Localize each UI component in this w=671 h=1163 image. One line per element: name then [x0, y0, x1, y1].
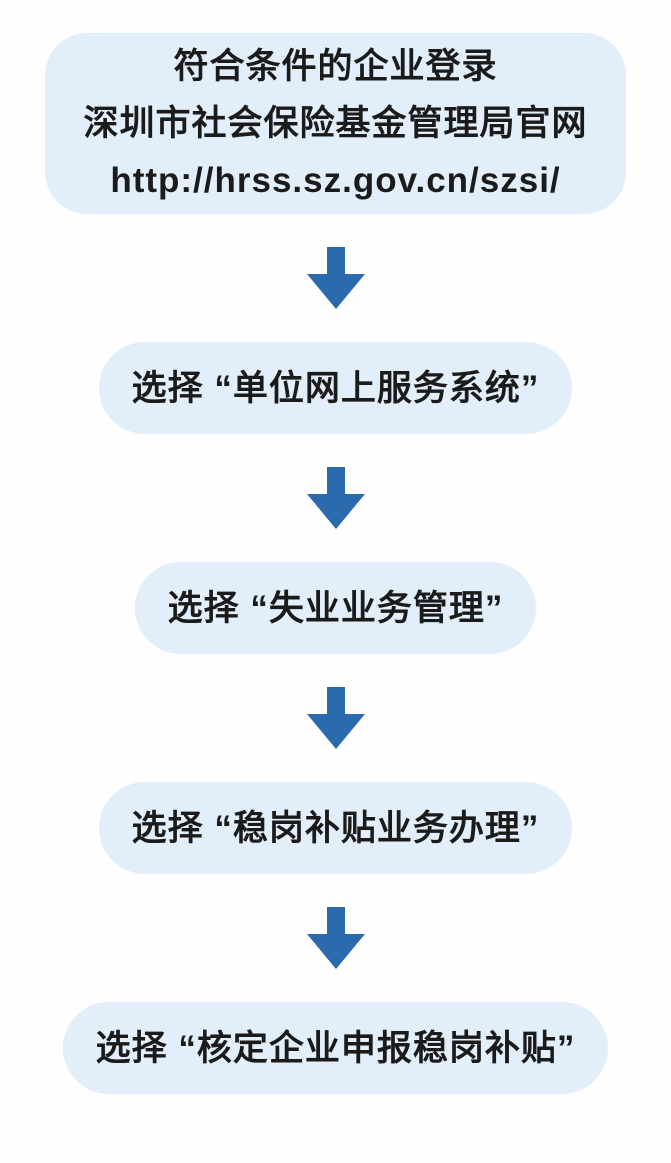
step-text-line: 选择 “单位网上服务系统” [131, 368, 540, 408]
down-arrow-icon [306, 907, 366, 969]
flow-step-4-subsidy-business-handling: 选择 “稳岗补贴业务办理” [98, 782, 573, 874]
step-text-line: 选择 “稳岗补贴业务办理” [131, 808, 540, 848]
step-text-line: 选择 “核定企业申报稳岗补贴” [95, 1028, 576, 1068]
flow-step-1-login-portal: 符合条件的企业登录 深圳市社会保险基金管理局官网 http://hrss.sz.… [45, 33, 626, 214]
step-text-line url-text: http://hrss.sz.gov.cn/szsi/ [110, 161, 561, 200]
step-text-line: 符合条件的企业登录 [173, 47, 498, 86]
flow-step-3-unemployment-management: 选择 “失业业务管理” [134, 562, 537, 654]
down-arrow-icon [306, 467, 366, 529]
step-text-line: 选择 “失业业务管理” [167, 588, 504, 628]
down-arrow-icon [306, 247, 366, 309]
step-text-line: 深圳市社会保险基金管理局官网 [83, 104, 588, 143]
down-arrow-icon [306, 687, 366, 749]
flow-step-5-verify-enterprise-declaration: 选择 “核定企业申报稳岗补贴” [62, 1002, 609, 1094]
flow-step-2-unit-online-service: 选择 “单位网上服务系统” [98, 342, 573, 434]
